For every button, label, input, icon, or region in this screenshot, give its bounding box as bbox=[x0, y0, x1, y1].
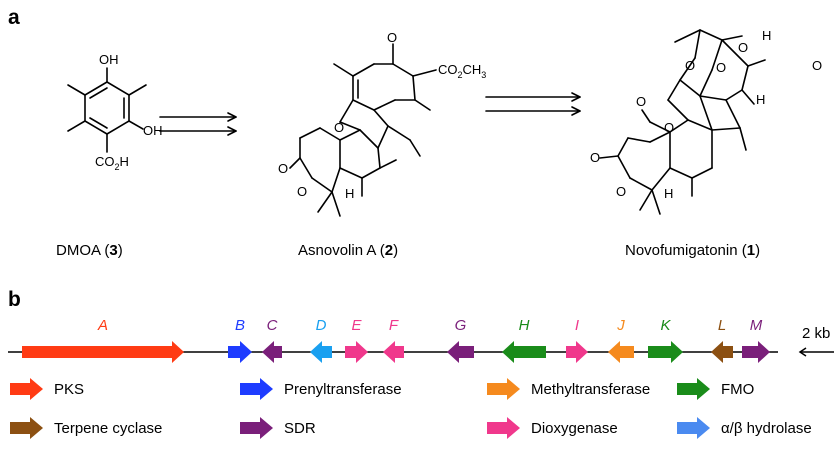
legend-swatch-arrow bbox=[10, 417, 43, 439]
legend-item: Methyltransferase bbox=[487, 377, 650, 401]
gene-arrow-k bbox=[648, 341, 683, 363]
novofumigatonin-structure bbox=[599, 29, 766, 215]
gene-arrow-d bbox=[310, 341, 332, 363]
gene-arrow-m bbox=[742, 341, 770, 363]
gene-label-m: M bbox=[749, 317, 763, 334]
asnovolin-structure bbox=[289, 43, 437, 217]
gene-label-j: J bbox=[617, 317, 625, 334]
legend-label: Dioxygenase bbox=[531, 419, 618, 437]
legend-item: α/β hydrolase bbox=[677, 416, 812, 440]
legend-swatch-arrow bbox=[240, 417, 273, 439]
reaction-arrows-2 bbox=[485, 92, 581, 116]
novo-ketone-o: O bbox=[812, 58, 822, 73]
novo-h-bottom: H bbox=[664, 186, 673, 201]
legend-item: SDR bbox=[240, 416, 316, 440]
novo-ring-o-1: O bbox=[685, 58, 695, 73]
compound-label-asnovolin: Asnovolin A (2) bbox=[298, 242, 399, 259]
gene-arrow-l bbox=[711, 341, 733, 363]
legend-label: Methyltransferase bbox=[531, 380, 651, 398]
legend-label: Prenyltransferase bbox=[284, 380, 402, 398]
legend-label: α/β hydrolase bbox=[721, 419, 812, 437]
dmoa-oh-top: OH bbox=[99, 52, 119, 67]
legend-label: PKS bbox=[54, 380, 85, 398]
novo-aldehyde-o: O bbox=[636, 94, 646, 109]
legend-swatch-arrow bbox=[677, 378, 710, 400]
panel-b-label: b bbox=[8, 288, 21, 311]
gene-label-k: K bbox=[660, 317, 671, 334]
novo-ring-o-2: O bbox=[716, 60, 726, 75]
legend-label: FMO bbox=[721, 380, 755, 398]
legend-item: Terpene cyclase bbox=[10, 416, 162, 440]
gene-arrow-c bbox=[262, 341, 282, 363]
asnovolin-lactone-ring-o: O bbox=[297, 184, 307, 199]
panel-a-label: a bbox=[8, 6, 20, 29]
legend-label: Terpene cyclase bbox=[54, 419, 163, 437]
asnovolin-ketone-o: O bbox=[387, 30, 397, 45]
gene-arrow-e bbox=[345, 341, 368, 363]
novo-h-top: H bbox=[762, 28, 771, 43]
scale-label: 2 kb bbox=[802, 325, 831, 342]
legend-swatch-arrow bbox=[677, 417, 710, 439]
legend-item: Prenyltransferase bbox=[240, 377, 402, 401]
gene-label-i: I bbox=[574, 317, 580, 334]
dmoa-structure bbox=[67, 67, 147, 153]
gene-cluster bbox=[8, 341, 834, 363]
legend-swatch-arrow bbox=[10, 378, 43, 400]
reaction-arrows-1 bbox=[159, 112, 237, 136]
gene-arrow-h bbox=[502, 341, 546, 363]
novo-epoxide-o: O bbox=[738, 40, 748, 55]
compound-label-dmoa: DMOA (3) bbox=[56, 242, 123, 259]
legend-label: SDR bbox=[284, 419, 316, 437]
asnovolin-ring-o: O bbox=[334, 120, 344, 135]
gene-arrow-i bbox=[566, 341, 588, 363]
gene-label-g: G bbox=[454, 317, 467, 334]
novo-ring-o-3: O bbox=[664, 120, 674, 135]
legend-swatch-arrow bbox=[240, 378, 273, 400]
asnovolin-lactone-o: O bbox=[278, 161, 288, 176]
asnovolin-h: H bbox=[345, 186, 354, 201]
legend-item: PKS bbox=[10, 377, 84, 401]
scale-arrow bbox=[798, 347, 834, 357]
gene-label-c: C bbox=[266, 317, 278, 334]
legend-swatch-arrow bbox=[487, 378, 520, 400]
gene-label-h: H bbox=[518, 317, 530, 334]
reaction-scheme: OH OH CO2H O CO2CH3 O O O H O H O O O H … bbox=[67, 28, 822, 217]
dmoa-oh-right: OH bbox=[143, 123, 163, 138]
legend-swatch-arrow bbox=[487, 417, 520, 439]
legend-item: Dioxygenase bbox=[487, 416, 618, 440]
dmoa-co2h: CO2H bbox=[95, 154, 129, 172]
gene-arrow-b bbox=[228, 341, 252, 363]
gene-label-e: E bbox=[351, 317, 362, 334]
compound-label-novofumigatonin: Novofumigatonin (1) bbox=[625, 242, 761, 259]
gene-label-a: A bbox=[97, 317, 109, 334]
gene-arrow-f bbox=[383, 341, 404, 363]
gene-label-d: D bbox=[315, 317, 327, 334]
gene-label-b: B bbox=[234, 317, 246, 334]
novo-lactone-ring-o: O bbox=[616, 184, 626, 199]
gene-label-l: L bbox=[717, 317, 727, 334]
gene-arrow-g bbox=[447, 341, 474, 363]
gene-arrow-j bbox=[608, 341, 634, 363]
novo-lactone-o: O bbox=[590, 150, 600, 165]
novo-h-mid: H bbox=[756, 92, 765, 107]
legend-item: FMO bbox=[677, 377, 754, 401]
gene-label-f: F bbox=[388, 317, 399, 334]
gene-arrow-a bbox=[22, 341, 184, 363]
asnovolin-ester: CO2CH3 bbox=[438, 62, 486, 80]
